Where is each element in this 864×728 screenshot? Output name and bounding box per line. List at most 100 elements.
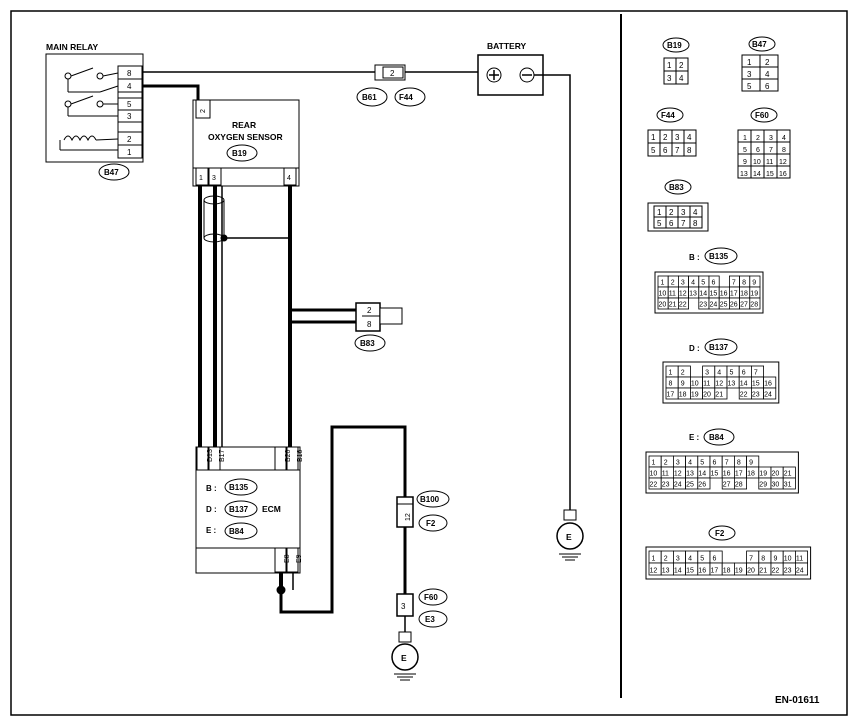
f60-cell: 2 — [756, 135, 760, 142]
legend-f2-cell: 13 — [662, 568, 670, 575]
legend-b135-cell: 1 — [661, 280, 665, 287]
ecm-pin-e8: E8 — [284, 554, 291, 563]
legend-b84-cell: 26 — [698, 482, 706, 489]
junction-b83: 2 8 B83 — [354, 302, 403, 352]
legend-b84-cell: 20 — [772, 471, 780, 478]
legend-b135-prefix: B : — [689, 253, 700, 262]
legend-b137-cell: 10 — [691, 381, 699, 388]
legend-b84-cell: 19 — [759, 471, 767, 478]
f60-tag: F60 — [424, 593, 438, 602]
legend-b135-cell: 3 — [681, 280, 685, 287]
legend-b84-cell: 8 — [737, 460, 741, 467]
relay-pin-1: 1 — [127, 148, 132, 157]
legend-b135-cell: 7 — [732, 280, 736, 287]
legend-f2-cell: 2 — [664, 556, 668, 563]
f60-cell: 8 — [782, 147, 786, 154]
legend-b137-name: B137 — [709, 343, 729, 352]
legend-f2-cell: 11 — [796, 556, 803, 563]
legend-b137-cell: 4 — [717, 370, 721, 377]
legend-b137-cell: 22 — [740, 392, 748, 399]
legend-b135-cell: 16 — [720, 291, 728, 298]
b83-cell: 8 — [693, 219, 698, 228]
ground-label-ecm: E — [401, 653, 407, 663]
legend-b83: B83 1 2 3 4 5 6 7 8 — [647, 179, 709, 232]
ground-symbol-battery: E — [556, 509, 584, 561]
f44-cell: 1 — [651, 133, 656, 142]
legend-b84-cell: 21 — [784, 471, 792, 478]
legend-f60-name: F60 — [755, 111, 769, 120]
legend-b135-cell: 10 — [659, 291, 667, 298]
legend-b135-cell: 13 — [689, 291, 697, 298]
b47-cell: 6 — [765, 82, 770, 91]
ecm-title: ECM — [262, 504, 281, 514]
legend-b84-cell: 15 — [711, 471, 719, 478]
legend-b137-cell: 21 — [715, 392, 723, 399]
b47-cell: 3 — [747, 70, 752, 79]
legend-f2-name: F2 — [715, 529, 725, 538]
legend-b137-cell: 24 — [764, 392, 772, 399]
legend-b84-cell: 1 — [652, 460, 656, 467]
ecm: D13 B17 B26 B16 B : B135 D : B137 ECM E … — [195, 446, 304, 574]
f60-cell: 5 — [743, 147, 747, 154]
inline-connector-upper: 12 B100 F2 — [396, 490, 450, 532]
rear-oxygen-sensor: 2 REAR OXYGEN SENSOR B19 1 3 4 — [192, 99, 300, 187]
legend-b137-cell: 15 — [752, 381, 760, 388]
legend-b137-cell: 3 — [705, 370, 709, 377]
legend-f2-cell: 4 — [688, 556, 692, 563]
legend-b135-name: B135 — [709, 252, 729, 261]
legend-b137-cell: 16 — [764, 381, 772, 388]
legend-b84-cell: 24 — [674, 482, 682, 489]
legend-f44: F44 1 2 3 4 5 6 7 8 — [647, 107, 697, 157]
legend-b84-cell: 2 — [664, 460, 668, 467]
f44-cell: 4 — [687, 133, 692, 142]
legend-b137-cell: 12 — [715, 381, 723, 388]
legend-b84-cell: 12 — [674, 471, 682, 478]
sensor-pin-4: 4 — [287, 175, 291, 182]
legend-b84-cell: 23 — [662, 482, 670, 489]
relay-pin-2: 2 — [127, 135, 132, 144]
legend-b135-cell: 12 — [679, 291, 687, 298]
battery-title: BATTERY — [487, 41, 527, 51]
legend-b84-cell: 18 — [747, 471, 755, 478]
ground-label-battery: E — [566, 532, 572, 542]
legend-b84-cell: 14 — [698, 471, 706, 478]
legend-f2-cell-box — [795, 562, 809, 576]
legend-b137-cell: 8 — [669, 381, 673, 388]
b47-cell: 5 — [747, 82, 752, 91]
f44-cell: 6 — [663, 146, 668, 155]
legend-b84-prefix: E : — [689, 433, 699, 442]
legend-b135-cell: 28 — [750, 302, 758, 309]
ecm-row-b-prefix: B : — [206, 484, 217, 493]
legend-f2-cell: 18 — [723, 568, 731, 575]
legend-b84-cell: 27 — [723, 482, 731, 489]
legend-b84-cell: 7 — [725, 460, 729, 467]
legend-b135-cell: 20 — [659, 302, 667, 309]
legend-b84-cell: 29 — [759, 482, 767, 489]
f60-cell: 14 — [753, 171, 761, 178]
f44-cell: 2 — [663, 133, 668, 142]
relay-pin-5: 5 — [127, 100, 132, 109]
legend-b84-cell: 28 — [735, 482, 743, 489]
b100-tag: B100 — [420, 495, 440, 504]
legend-b135-cell: 25 — [720, 302, 728, 309]
f60-cell: 15 — [766, 171, 774, 178]
main-relay-title: MAIN RELAY — [46, 42, 98, 52]
legend-b135-cell-box — [678, 297, 690, 310]
legend-b135-cell: 15 — [710, 291, 718, 298]
relay-pin-3: 3 — [127, 112, 132, 121]
legend-b84-cell: 31 — [784, 482, 792, 489]
legend-b84-cell: 17 — [735, 471, 743, 478]
legend-f2-cell: 24 — [796, 568, 804, 575]
legend-f2-cell: 14 — [674, 568, 682, 575]
ecm-row-d-connector: B137 — [229, 505, 249, 514]
legend-b137-cell: 9 — [681, 381, 685, 388]
f60-cell: 3 — [769, 135, 773, 142]
legend-b137-prefix: D : — [689, 344, 700, 353]
b19-cell: 2 — [679, 61, 684, 70]
legend-b84-cell-box — [697, 477, 711, 490]
legend-b137-cell: 6 — [742, 370, 746, 377]
fuse-pin: 2 — [390, 69, 395, 78]
legend-b137-cell: 5 — [730, 370, 734, 377]
